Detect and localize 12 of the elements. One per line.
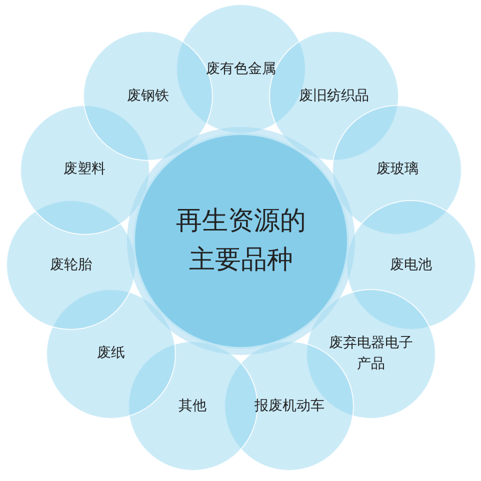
category-label: 报废机动车 bbox=[254, 396, 324, 416]
category-label: 废钢铁 bbox=[127, 86, 169, 106]
category-label: 废有色金属 bbox=[206, 60, 276, 78]
category-label: 废旧纺织品 bbox=[298, 86, 369, 106]
category-label: 废轮胎 bbox=[50, 256, 92, 275]
category-label: 其他 bbox=[178, 396, 207, 416]
category-label: 废塑料 bbox=[64, 160, 106, 180]
center-title: 再生资源的主要品种 bbox=[175, 205, 307, 277]
category-label: 废纸 bbox=[97, 344, 125, 364]
category-label: 废弃电器电子产品 bbox=[328, 334, 414, 374]
category-label: 废电池 bbox=[390, 256, 432, 275]
category-label: 废玻璃 bbox=[376, 160, 418, 180]
